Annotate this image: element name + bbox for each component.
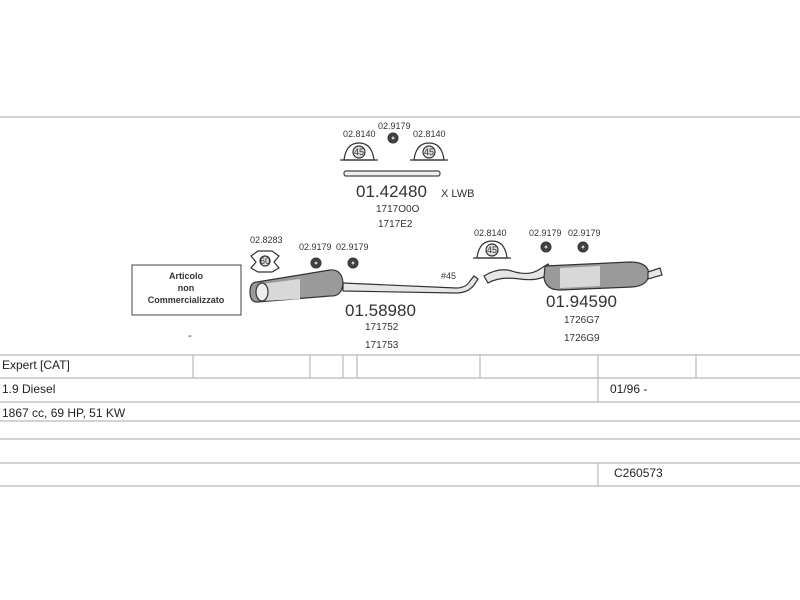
bolt-label: 02.9179 xyxy=(568,228,601,238)
rear-silencer-icon xyxy=(483,261,663,291)
top-group: 02.8140 02.9179 02.8140 45 45 01.42480 X… xyxy=(340,121,474,230)
note-dot: - xyxy=(188,330,192,342)
bolt-icon xyxy=(387,132,399,144)
bolt-label: 02.9179 xyxy=(299,242,332,252)
front-group: Articolo non Commercializzato - 02.8283 … xyxy=(131,235,479,351)
front-silencer-icon xyxy=(249,269,479,303)
vehicle-period: 01/96 - xyxy=(610,382,648,396)
clamp-label: 02.8140 xyxy=(474,228,507,238)
vehicle-code: C260573 xyxy=(614,466,663,480)
bolt-icon xyxy=(540,241,552,253)
pipe-icon xyxy=(343,170,441,177)
clamp-label: 02.8283 xyxy=(250,235,283,245)
clamp-left-label: 02.8140 xyxy=(343,129,376,139)
clamp-right-icon xyxy=(410,142,448,161)
clamp-badge: 45 xyxy=(487,245,497,255)
vehicle-engine: 1.9 Diesel xyxy=(2,382,56,396)
bolt-label: 02.9179 xyxy=(529,228,562,238)
vehicle-specs: 1867 cc, 69 HP, 51 KW xyxy=(2,406,126,420)
table-frame xyxy=(0,116,800,487)
clamp-icon xyxy=(250,250,280,273)
clamp-left-badge: 45 xyxy=(354,147,364,157)
bolt-icon xyxy=(577,241,589,253)
clamp-badge: 60 xyxy=(260,256,270,266)
oem-number: 1726G7 xyxy=(564,315,600,326)
oem-number: 171753 xyxy=(365,340,399,351)
part-number: 01.42480 xyxy=(356,182,427,201)
pipe-diameter: #45 xyxy=(441,271,456,281)
clamp-right-badge: 45 xyxy=(424,147,434,157)
bolt-icon xyxy=(347,257,359,269)
not-sold-box xyxy=(131,264,242,316)
note-text: Commercializzato xyxy=(148,295,225,305)
vehicle-model: Expert [CAT] xyxy=(2,358,70,372)
note-text: non xyxy=(178,283,195,293)
part-suffix: X LWB xyxy=(441,188,474,200)
oem-number: 171752 xyxy=(365,322,399,333)
bolt-icon xyxy=(310,257,322,269)
clamp-right-label: 02.8140 xyxy=(413,129,446,139)
bolt-label: 02.9179 xyxy=(336,242,369,252)
clamp-icon xyxy=(473,240,511,259)
clamp-left-icon xyxy=(340,142,378,161)
note-text: Articolo xyxy=(169,271,204,281)
bolt-label: 02.9179 xyxy=(378,121,411,131)
oem-number: 1717E2 xyxy=(378,219,413,230)
oem-number: 1726G9 xyxy=(564,333,600,344)
part-number: 01.94590 xyxy=(546,292,617,311)
oem-number: 1717O0O xyxy=(376,204,420,215)
part-number: 01.58980 xyxy=(345,301,416,320)
rear-group: #45 02.8140 45 02.9179 02.9179 01.94590 … xyxy=(441,228,663,344)
